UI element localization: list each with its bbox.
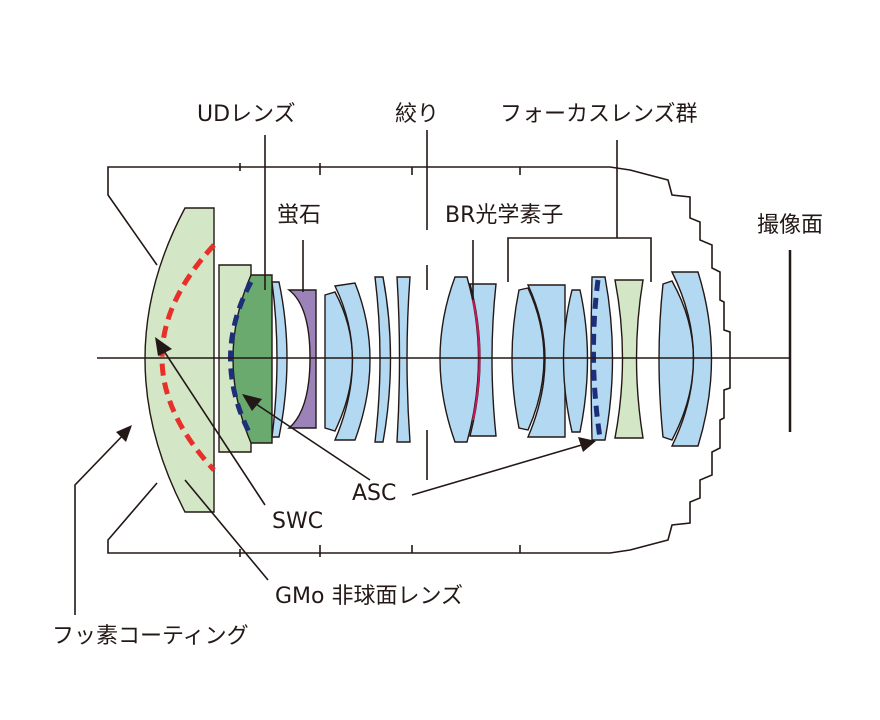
last-lens-a bbox=[658, 280, 695, 441]
arrow-asc-front bbox=[242, 394, 262, 411]
label-gmo-aspherical: GMo 非球面レンズ bbox=[275, 584, 463, 609]
label-fluorine-coating: フッ素コーティング bbox=[52, 624, 249, 649]
lens-6b bbox=[333, 282, 371, 441]
fluorite-lens bbox=[286, 289, 317, 429]
gmo-aspherical-lens bbox=[144, 207, 215, 513]
label-image-plane: 撮像面 bbox=[757, 213, 823, 238]
lens-7 bbox=[374, 276, 392, 443]
lens-barrel-bottom bbox=[107, 358, 731, 554]
arrowheads bbox=[116, 337, 596, 452]
label-aperture: 絞り bbox=[395, 102, 439, 127]
label-focus-group: フォーカスレンズ群 bbox=[500, 102, 698, 127]
barrel-ticks bbox=[239, 163, 521, 557]
focus-lens-2 bbox=[562, 289, 589, 433]
arrow-swc bbox=[155, 337, 172, 356]
last-lens-b bbox=[670, 271, 713, 447]
focus-lens-1b bbox=[526, 284, 566, 438]
lens-4 bbox=[271, 281, 288, 438]
focus-lens-1a bbox=[511, 287, 545, 431]
lens-barrel-top bbox=[107, 166, 731, 358]
br-element-layer bbox=[472, 299, 481, 421]
label-fluorite: 蛍石 bbox=[277, 203, 321, 228]
leader-lines bbox=[74, 130, 652, 615]
label-swc: SWC bbox=[272, 509, 323, 534]
label-ud-lens: UDレンズ bbox=[197, 102, 296, 127]
label-asc: ASC bbox=[352, 481, 396, 506]
arrow-fluorine bbox=[116, 425, 132, 442]
arrow-asc-rear bbox=[578, 437, 596, 452]
focus-lens-4 bbox=[614, 279, 644, 439]
label-br-element: BR光学素子 bbox=[445, 203, 563, 228]
lens-8 bbox=[396, 276, 411, 443]
red-fluorine-coating-dash bbox=[159, 243, 216, 472]
